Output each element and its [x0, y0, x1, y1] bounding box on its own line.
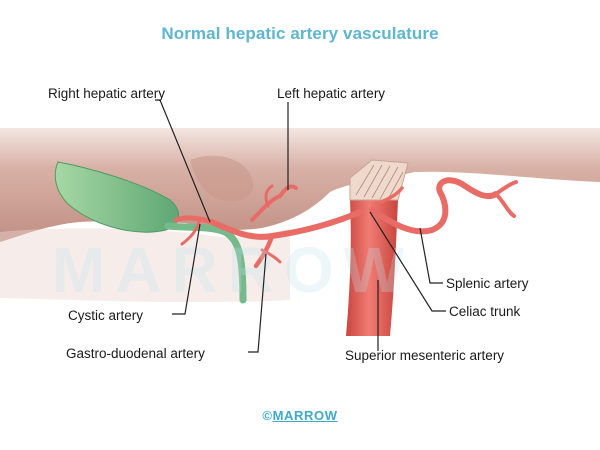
- liver-lower-shadow: [0, 228, 290, 303]
- crus-hatching: [355, 164, 404, 200]
- cystic-duct: [164, 222, 247, 304]
- gastric-branch: [374, 186, 404, 206]
- label-gastro-duodenal-artery: Gastro-duodenal artery: [66, 346, 205, 361]
- label-cystic-artery: Cystic artery: [68, 308, 143, 323]
- leader-right-hepatic: [155, 99, 211, 223]
- label-left-hepatic-artery: Left hepatic artery: [277, 86, 385, 101]
- watermark-text: MARROW: [52, 234, 414, 306]
- splenic-branch-lower: [494, 192, 516, 218]
- diaphragmatic-crus: [349, 159, 409, 201]
- splenic-artery-vessel: [369, 177, 499, 235]
- gallbladder: [54, 161, 179, 233]
- leader-lines: [155, 99, 446, 353]
- gastro-duodenal-branch: [260, 248, 282, 264]
- leader-splenic: [419, 227, 443, 284]
- artery-network: [173, 177, 518, 269]
- brand-name: MARROW: [272, 408, 338, 423]
- cystic-artery-vessel: [180, 218, 202, 246]
- copyright-symbol: ©: [262, 408, 273, 423]
- label-splenic-artery: Splenic artery: [446, 276, 529, 291]
- diagram-title: Normal hepatic artery vasculature: [161, 24, 439, 43]
- leader-cystic: [172, 223, 201, 315]
- left-hepatic-branch: [264, 184, 274, 208]
- label-superior-mesenteric-artery: Superior mesenteric artery: [345, 348, 504, 363]
- right-hepatic-artery-vessel: [173, 215, 215, 225]
- splenic-branch-upper: [494, 180, 518, 196]
- leader-gastro-duodenal: [248, 253, 267, 353]
- brand-footer: ©MARROW: [0, 408, 600, 423]
- label-right-hepatic-artery: Right hepatic artery: [48, 86, 165, 101]
- liver-lobe-fold: [190, 155, 254, 202]
- leader-celiac: [369, 211, 446, 312]
- label-celiac-trunk: Celiac trunk: [449, 304, 521, 319]
- left-hepatic-artery-vessel: [250, 184, 298, 222]
- aorta-trunk: [346, 200, 398, 336]
